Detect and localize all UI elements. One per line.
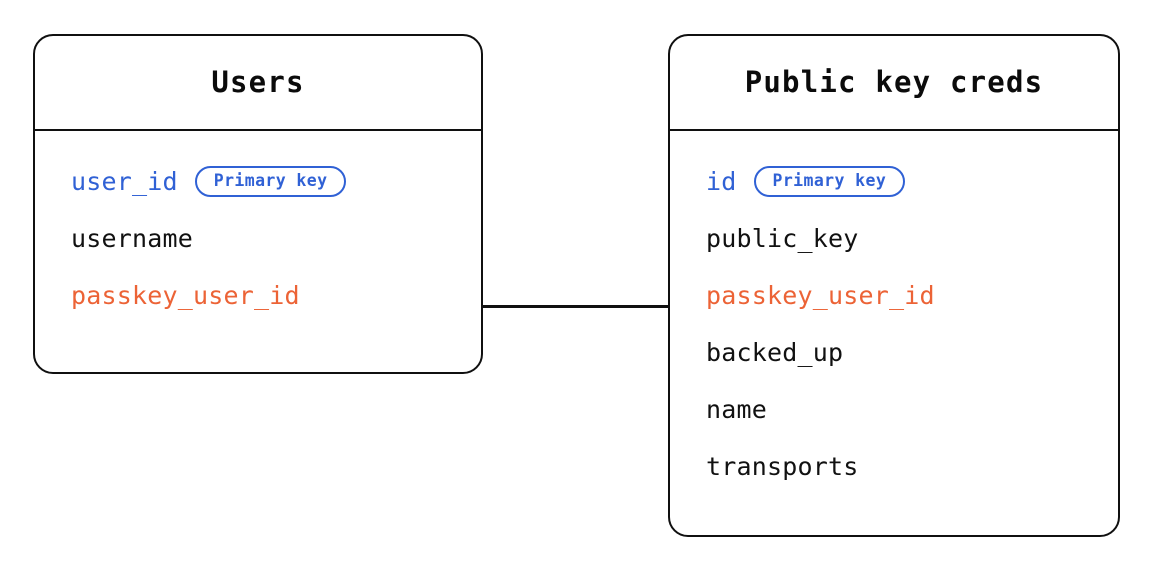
- primary-key-badge: Primary key: [194, 165, 347, 197]
- field-row-transports[interactable]: transports: [706, 451, 1118, 481]
- field-name-username: username: [71, 223, 194, 253]
- entity-header-public-key-creds: Public key creds: [670, 36, 1118, 131]
- entity-title-public-key-creds: Public key creds: [744, 65, 1044, 99]
- field-name-user_id: user_id: [71, 166, 178, 196]
- field-row-passkey_user_id[interactable]: passkey_user_id: [706, 280, 1118, 310]
- field-row-user_id[interactable]: user_id Primary key: [71, 165, 481, 197]
- field-name-name: name: [706, 394, 768, 424]
- field-row-username[interactable]: username: [71, 223, 481, 253]
- primary-key-badge: Primary key: [753, 165, 906, 197]
- field-row-public_key[interactable]: public_key: [706, 223, 1118, 253]
- entity-title-users: Users: [211, 65, 305, 99]
- field-row-passkey_user_id[interactable]: passkey_user_id: [71, 280, 481, 310]
- entity-header-users: Users: [35, 36, 481, 131]
- field-row-backed_up[interactable]: backed_up: [706, 337, 1118, 367]
- field-name-id: id: [706, 166, 737, 196]
- field-name-passkey_user_id: passkey_user_id: [706, 280, 935, 310]
- field-row-name[interactable]: name: [706, 394, 1118, 424]
- field-name-transports: transports: [706, 451, 859, 481]
- field-name-backed_up: backed_up: [706, 337, 844, 367]
- field-name-passkey_user_id: passkey_user_id: [71, 280, 300, 310]
- field-row-id[interactable]: id Primary key: [706, 165, 1118, 197]
- field-name-public_key: public_key: [706, 223, 859, 253]
- relationship-connector-users-to-creds: [483, 305, 668, 308]
